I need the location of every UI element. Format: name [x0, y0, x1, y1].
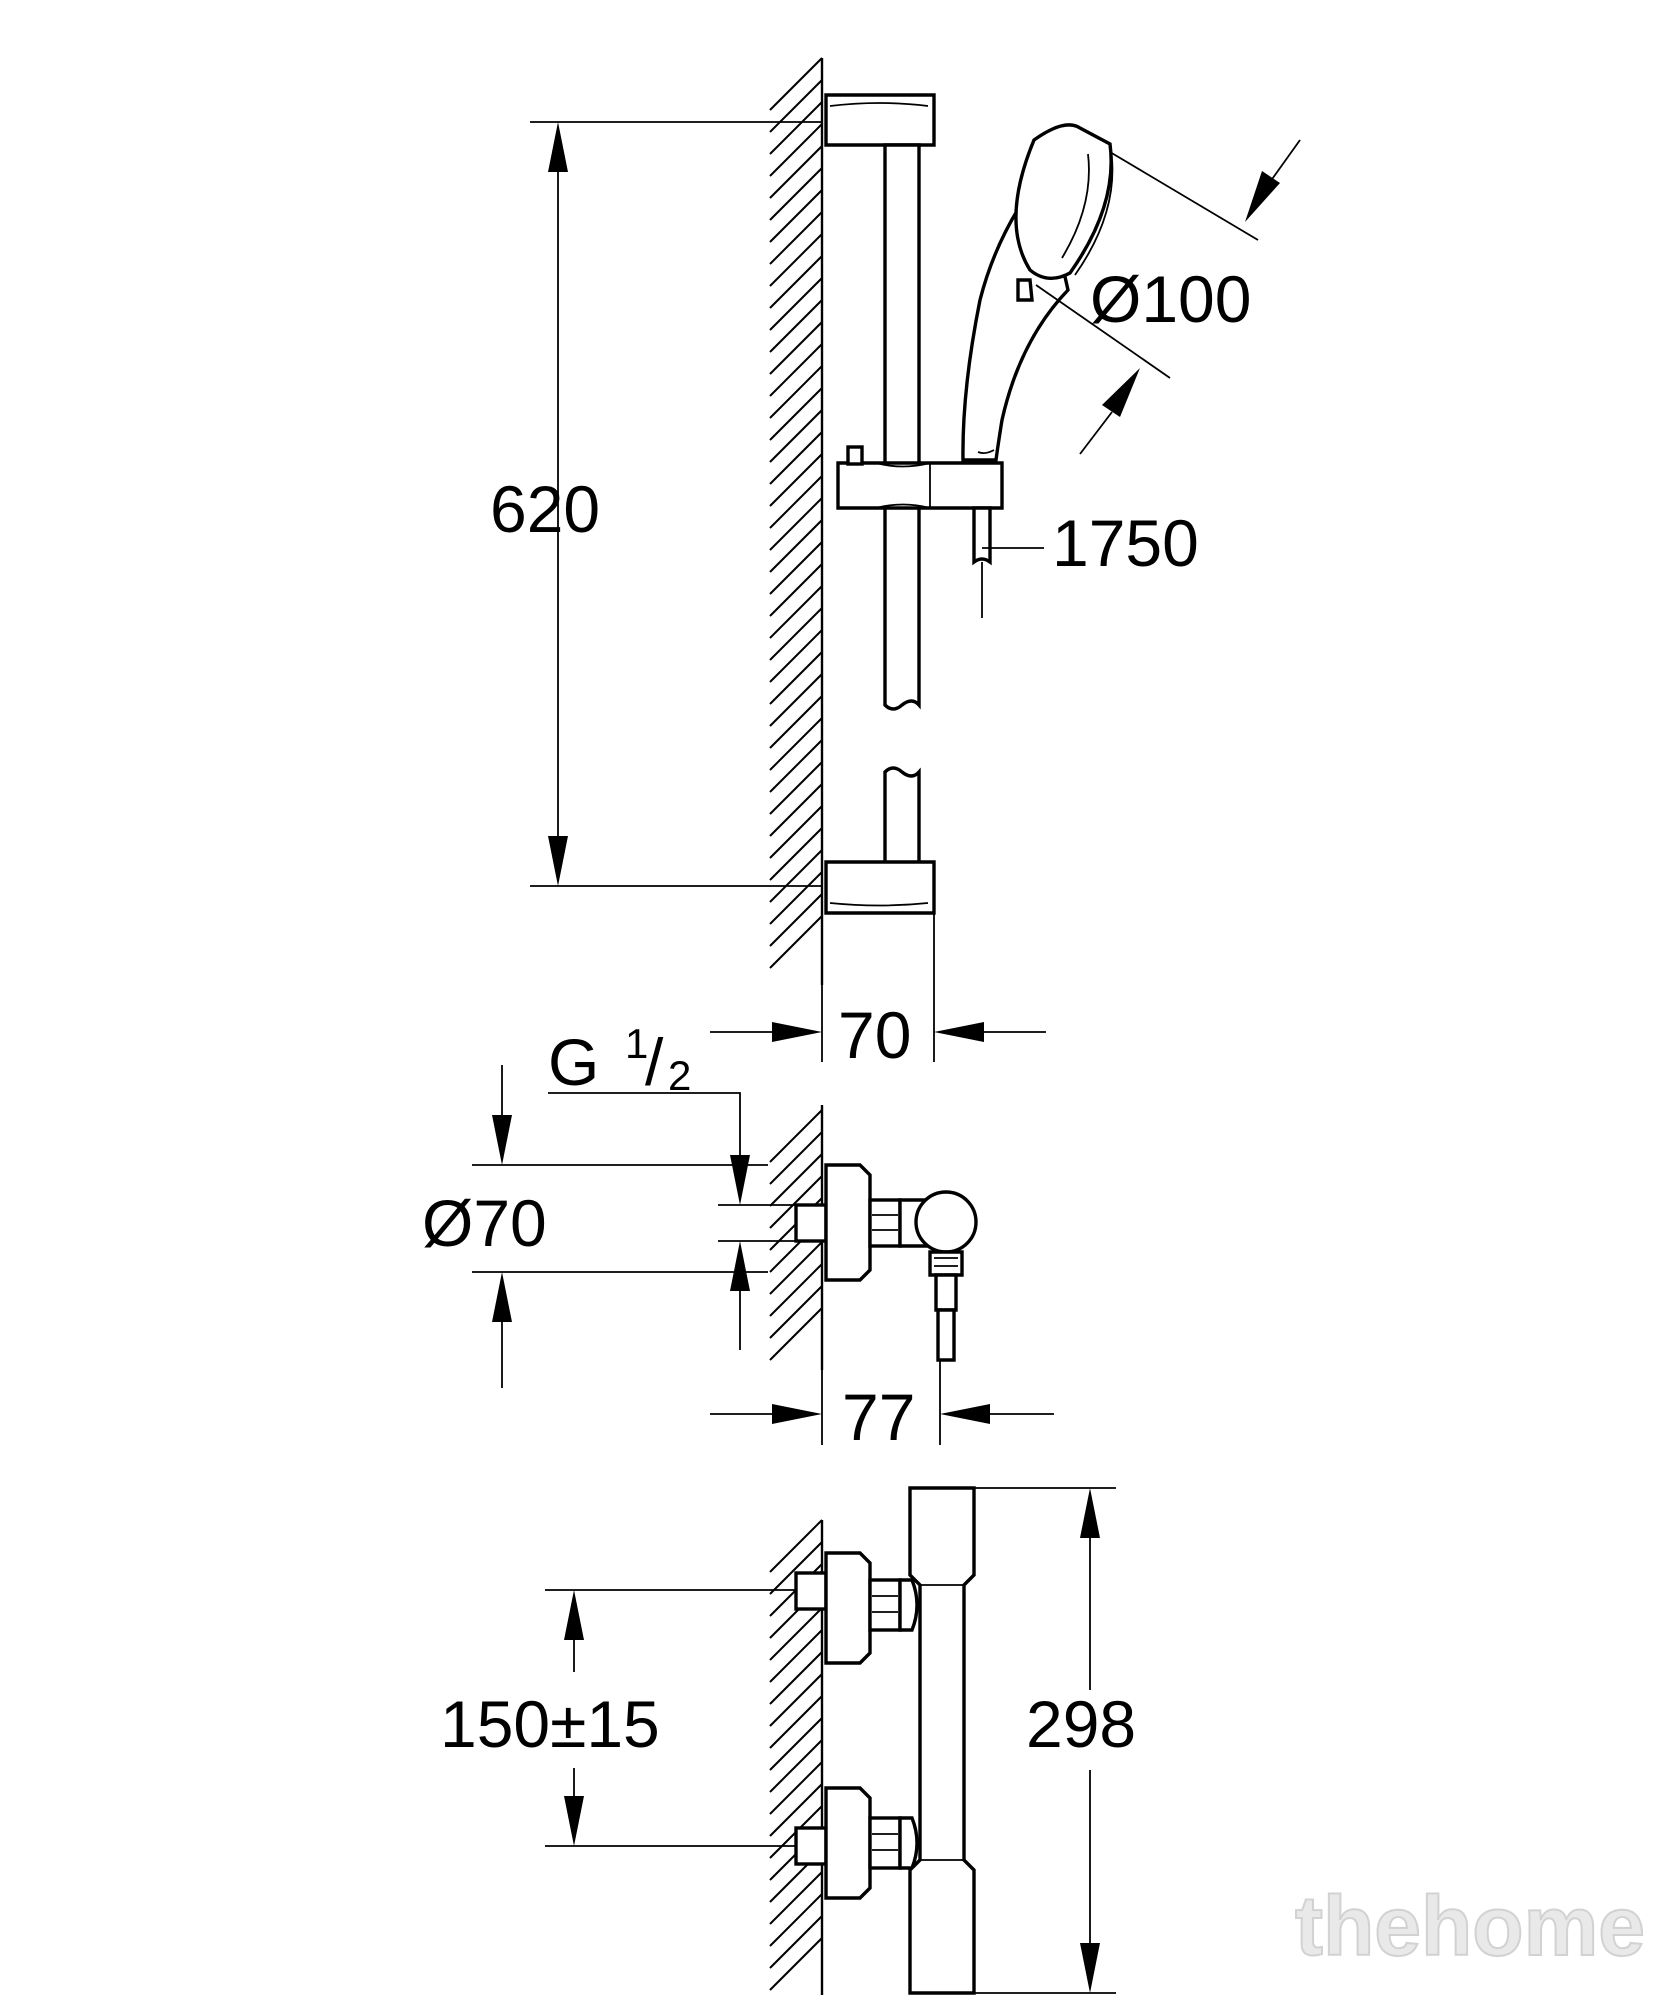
hatch-line	[769, 167, 823, 221]
hatch-line	[769, 101, 823, 155]
dim-diameter-100-label: Ø100	[1090, 262, 1251, 336]
hatch-line	[769, 673, 823, 727]
wall-hatch-bottom	[769, 1519, 824, 1995]
hatch-line	[769, 1307, 823, 1361]
slider-holder	[836, 445, 1004, 618]
dim-70-label: 70	[838, 998, 911, 1072]
hatch-line	[769, 519, 823, 573]
hand-shower	[961, 123, 1114, 462]
hatch-line	[769, 1263, 823, 1317]
hatch-line	[769, 1519, 823, 1573]
dim-diameter-70: Ø70	[422, 1065, 768, 1388]
dim-thread-g-half: G 1 / 2	[548, 1020, 796, 1350]
hatch-line	[769, 1651, 823, 1705]
hatch-line	[769, 497, 823, 551]
dim-70: 70	[710, 913, 1046, 1072]
hatch-line	[769, 233, 823, 287]
dim-diameter-100: Ø100	[1035, 139, 1301, 455]
dim-thread-numerator: 1	[625, 1020, 648, 1067]
hatch-line	[769, 717, 823, 771]
hatch-line	[769, 1783, 823, 1837]
hatch-line	[769, 453, 823, 507]
hatch-line	[769, 365, 823, 419]
watermark-logo: thehome	[1295, 1879, 1645, 1973]
hatch-line	[769, 629, 823, 683]
hatch-line	[769, 387, 823, 441]
hatch-line	[769, 1153, 823, 1207]
dim-77: 77	[710, 1360, 1054, 1454]
hatch-line	[769, 123, 823, 177]
hatch-line	[769, 475, 823, 529]
mixer-side-view	[794, 1163, 978, 1362]
hatch-line	[769, 1629, 823, 1683]
hatch-line	[769, 343, 823, 397]
hatch-line	[769, 695, 823, 749]
hatch-line	[769, 849, 823, 903]
hatch-line	[769, 189, 823, 243]
hatch-line	[769, 651, 823, 705]
hatch-line	[769, 805, 823, 859]
dim-298: 298	[974, 1487, 1136, 1994]
hatch-line	[769, 1607, 823, 1661]
hatch-line	[769, 1241, 823, 1295]
wall-hatch-top	[769, 57, 824, 985]
hatch-line	[769, 585, 823, 639]
hatch-line	[769, 1937, 823, 1991]
hatch-line	[769, 1131, 823, 1185]
dim-298-label: 298	[1026, 1687, 1136, 1761]
dim-150: 150±15	[440, 1589, 796, 1847]
hatch-line	[769, 1893, 823, 1947]
hatch-line	[769, 871, 823, 925]
hatch-line	[769, 1695, 823, 1749]
hatch-line	[769, 739, 823, 793]
hatch-line	[769, 277, 823, 331]
dim-1750: 1750	[982, 506, 1199, 580]
dim-thread-slash: /	[645, 1025, 664, 1099]
hatch-line	[769, 255, 823, 309]
hatch-line	[769, 211, 823, 265]
shower-rail	[824, 93, 936, 915]
hatch-line	[769, 1871, 823, 1925]
hatch-line	[769, 1739, 823, 1793]
hatch-line	[769, 1673, 823, 1727]
hatch-line	[769, 1915, 823, 1969]
hatch-line	[769, 79, 823, 133]
hatch-line	[769, 1109, 823, 1163]
hatch-line	[769, 893, 823, 947]
hatch-line	[769, 915, 823, 969]
hatch-line	[769, 761, 823, 815]
dim-77-label: 77	[842, 1380, 915, 1454]
hatch-line	[769, 541, 823, 595]
hatch-line	[769, 431, 823, 485]
dim-diameter-70-label: Ø70	[422, 1186, 547, 1260]
dim-thread-g-letter: G	[548, 1025, 599, 1099]
dim-150-label: 150±15	[440, 1687, 660, 1761]
hatch-line	[769, 607, 823, 661]
dim-thread-denominator: 2	[668, 1052, 691, 1099]
hatch-line	[769, 409, 823, 463]
dim-620: 620	[490, 121, 822, 887]
hatch-line	[769, 563, 823, 617]
dim-1750-label: 1750	[1052, 506, 1199, 580]
hatch-line	[769, 1717, 823, 1771]
hatch-line	[769, 299, 823, 353]
mixer-front-view	[794, 1486, 976, 1995]
hatch-line	[769, 145, 823, 199]
hatch-line	[769, 321, 823, 375]
hatch-line	[769, 1175, 823, 1229]
hatch-line	[769, 57, 823, 111]
hatch-line	[769, 1541, 823, 1595]
hatch-line	[769, 827, 823, 881]
dim-620-label: 620	[490, 472, 600, 546]
hatch-line	[769, 783, 823, 837]
hatch-line	[769, 1285, 823, 1339]
hatch-line	[769, 1761, 823, 1815]
